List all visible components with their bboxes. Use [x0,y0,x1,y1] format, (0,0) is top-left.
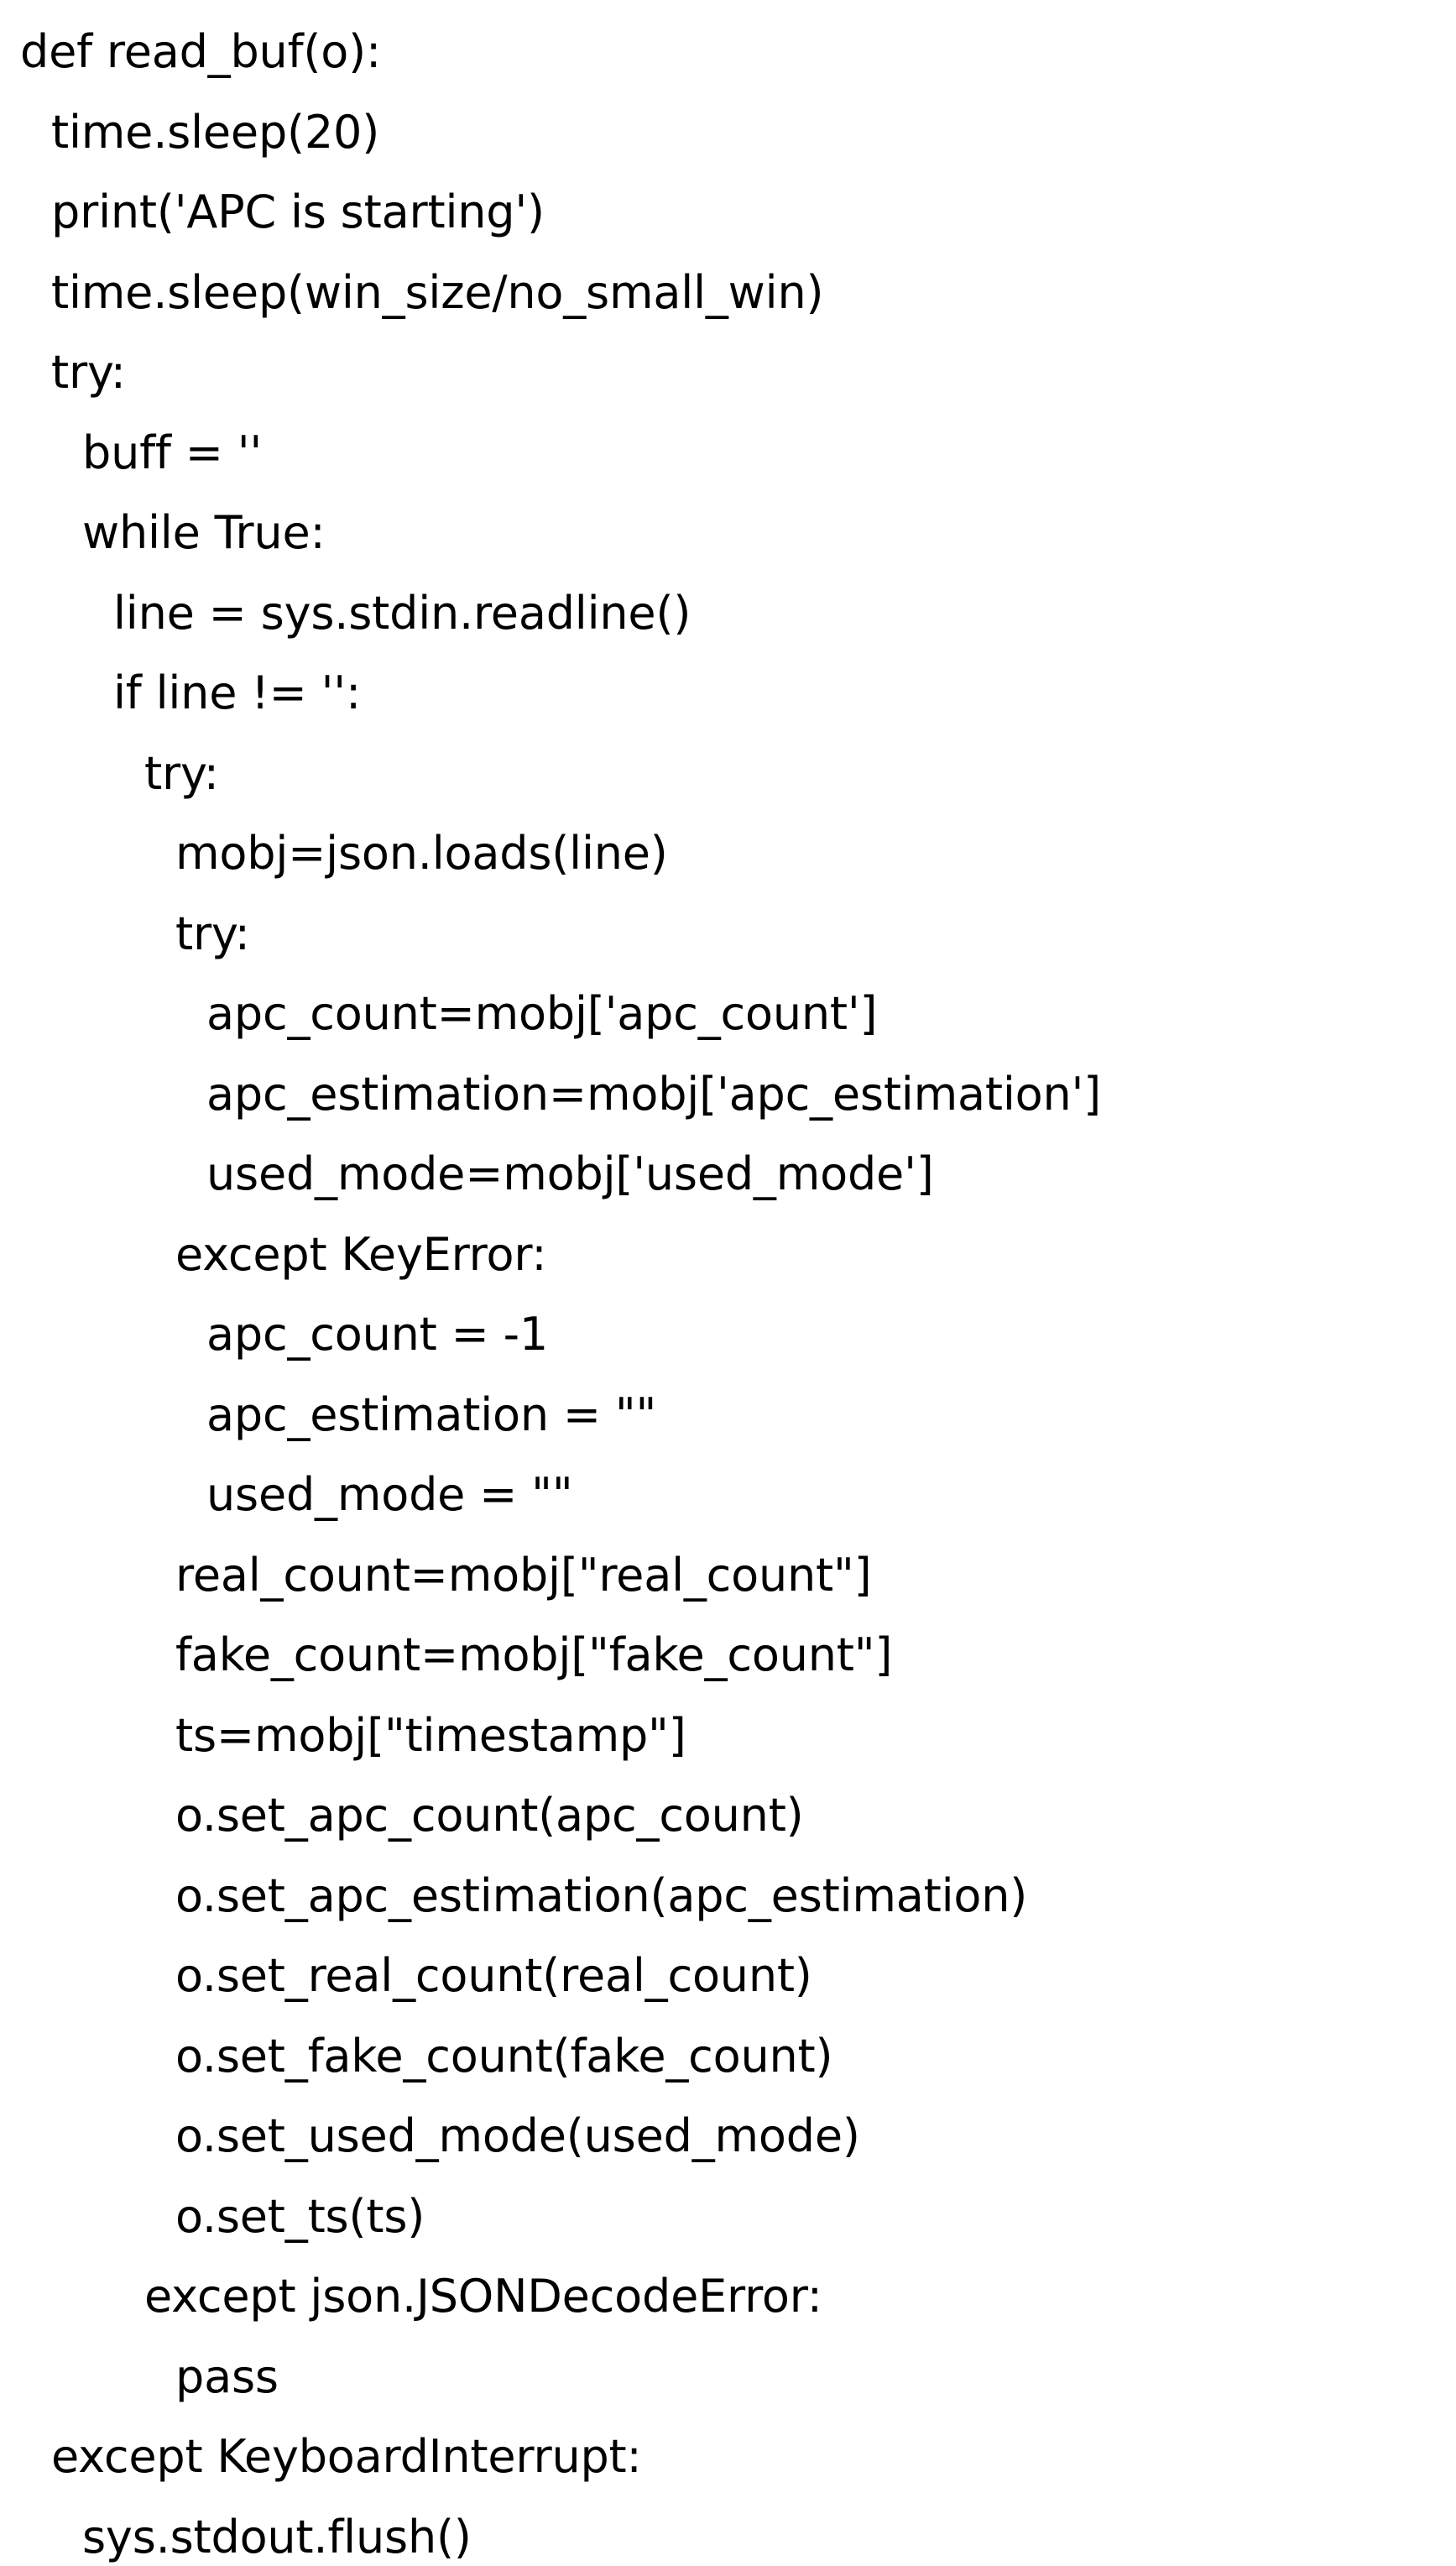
code-line: except KeyError: [175,1227,547,1281]
code-line: apc_estimation=mobj['apc_estimation'] [206,1067,1102,1121]
code-line: except KeyboardInterrupt: [51,2430,642,2483]
code-line: real_count=mobj["real_count"] [175,1548,872,1602]
code-line: line = sys.stdin.readline() [113,586,691,640]
code-line: o.set_apc_estimation(apc_estimation) [175,1868,1028,1922]
code-line: o.set_used_mode(used_mode) [175,2109,860,2162]
code-line: time.sleep(20) [51,105,380,159]
code-line: mobj=json.loads(line) [175,827,668,880]
code-line: o.set_fake_count(fake_count) [175,2029,833,2083]
code-block: def read_buf(o): time.sleep(20) print('APC… [0,12,1456,2566]
code-line: buff = '' [82,426,262,479]
code-line: ts=mobj["timestamp"] [175,1708,686,1762]
code-line: while True: [82,506,326,559]
code-line: o.set_ts(ts) [175,2189,425,2243]
code-line: o.set_real_count(real_count) [175,1949,812,2002]
code-line: try: [144,746,219,800]
code-line: apc_estimation = "" [206,1388,657,1441]
code-line: used_mode = "" [206,1468,573,1521]
code-line: fake_count=mobj["fake_count"] [175,1628,893,1681]
code-line: apc_count=mobj['apc_count'] [206,987,878,1040]
code-line: time.sleep(win_size/no_small_win) [51,265,824,319]
code-line: if line != '': [113,666,361,719]
code-line: pass [175,2349,279,2403]
code-line: try: [175,907,250,960]
code-line: try: [51,346,126,399]
code-line: sys.stdout.flush() [82,2510,472,2563]
code-line: apc_count = -1 [206,1308,549,1361]
code-line: o.set_apc_count(apc_count) [175,1789,804,1842]
code-line: used_mode=mobj['used_mode'] [206,1147,934,1200]
code-line: def read_buf(o): [20,25,381,78]
code-line: except json.JSONDecodeError: [144,2270,822,2323]
code-line: print('APC is starting') [51,186,545,238]
